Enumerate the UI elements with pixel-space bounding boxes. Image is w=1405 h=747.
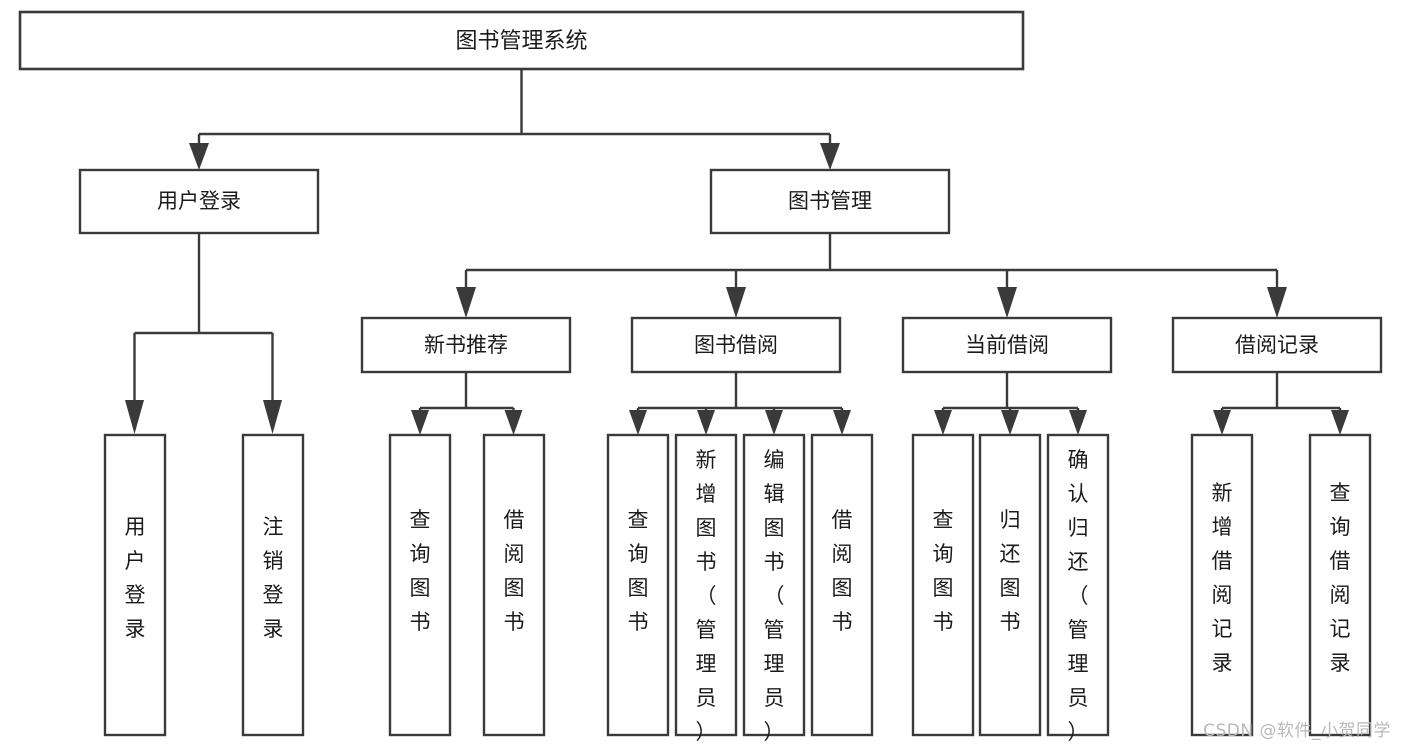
arrow-head-leaf-edit-book xyxy=(765,410,783,435)
node-leaf-query-book-1[interactable]: 查询图书 xyxy=(388,433,452,737)
node-leaf-query-book-2-box[interactable] xyxy=(606,433,670,737)
node-user-login-label: 用户登录 xyxy=(157,189,241,213)
node-current-borrow-box[interactable] xyxy=(901,316,1113,374)
node-root-label: 图书管理系统 xyxy=(455,29,587,54)
node-leaf-query-record-label: 查询借阅记录 xyxy=(1330,481,1351,675)
node-leaf-add-book[interactable]: 新增图书（管理员） xyxy=(674,433,738,744)
node-leaf-borrow-book-2[interactable]: 借阅图书 xyxy=(810,433,874,737)
arrow-head-user-login xyxy=(189,143,209,170)
node-leaf-edit-book[interactable]: 编辑图书（管理员） xyxy=(742,433,806,744)
arrow-head-borrow-record xyxy=(1267,287,1287,318)
arrow-head-current-borrow xyxy=(997,287,1017,318)
node-leaf-borrow-book-2-label: 借阅图书 xyxy=(832,508,853,634)
node-book-borrow-label: 图书借阅 xyxy=(694,333,778,357)
node-leaf-query-book-2-label: 查询图书 xyxy=(628,508,649,634)
node-leaf-user-login-label: 用户登录 xyxy=(125,515,146,641)
node-new-book-recommend[interactable]: 新书推荐 xyxy=(360,316,572,374)
node-book-management-label: 图书管理 xyxy=(788,189,872,213)
node-book-management[interactable]: 图书管理 xyxy=(709,168,951,235)
node-leaf-add-record-label: 新增借阅记录 xyxy=(1212,481,1233,675)
node-leaf-logout-login[interactable]: 注销登录 xyxy=(241,433,305,737)
node-root[interactable]: 图书管理系统 xyxy=(18,10,1025,71)
node-user-login-box[interactable] xyxy=(78,168,320,235)
arrow-head-leaf-borrow-book-2 xyxy=(833,410,851,435)
node-new-book-recommend-box[interactable] xyxy=(360,316,572,374)
node-leaf-borrow-book-1-box[interactable] xyxy=(482,433,546,737)
node-leaf-add-book-label: 新增图书（管理员） xyxy=(696,448,717,744)
node-borrow-record-label: 借阅记录 xyxy=(1235,333,1319,357)
arrow-head-leaf-query-record xyxy=(1331,410,1349,435)
node-leaf-query-record[interactable]: 查询借阅记录 xyxy=(1308,433,1372,737)
node-current-borrow-label: 当前借阅 xyxy=(965,333,1049,357)
arrow-head-leaf-add-book xyxy=(697,410,715,435)
node-leaf-add-record-box[interactable] xyxy=(1190,433,1254,737)
node-leaf-borrow-book-1[interactable]: 借阅图书 xyxy=(482,433,546,737)
node-leaf-user-login[interactable]: 用户登录 xyxy=(103,433,167,737)
node-borrow-record[interactable]: 借阅记录 xyxy=(1171,316,1383,374)
leaf-layer: 用户登录 注销登录 查询图书 借阅图书 查询图书 新增图书（管理员） xyxy=(103,433,1372,744)
node-leaf-query-book-3-box[interactable] xyxy=(911,433,975,737)
arrow-head-leaf-query-book-3 xyxy=(934,410,952,435)
node-leaf-query-book-1-label: 查询图书 xyxy=(410,508,431,634)
node-leaf-query-book-3-label: 查询图书 xyxy=(933,508,954,634)
node-book-borrow[interactable]: 图书借阅 xyxy=(630,316,842,374)
node-leaf-query-record-box[interactable] xyxy=(1308,433,1372,737)
node-leaf-return-book[interactable]: 归还图书 xyxy=(978,433,1042,737)
node-leaf-user-login-box[interactable] xyxy=(103,433,167,737)
node-leaf-logout-login-box[interactable] xyxy=(241,433,305,737)
node-borrow-record-box[interactable] xyxy=(1171,316,1383,374)
node-leaf-query-book-3[interactable]: 查询图书 xyxy=(911,433,975,737)
arrow-head-leaf-logout-login xyxy=(263,400,282,434)
arrow-head-leaf-query-book-1 xyxy=(411,410,429,435)
node-leaf-return-book-box[interactable] xyxy=(978,433,1042,737)
node-leaf-add-book-box[interactable] xyxy=(674,433,738,737)
node-leaf-query-book-1-box[interactable] xyxy=(388,433,452,737)
arrow-head-leaf-query-book-2 xyxy=(629,410,647,435)
node-book-borrow-box[interactable] xyxy=(630,316,842,374)
node-leaf-borrow-book-2-box[interactable] xyxy=(810,433,874,737)
node-root-box[interactable] xyxy=(18,10,1025,71)
arrow-head-leaf-borrow-book-1 xyxy=(504,410,523,435)
arrow-head-leaf-confirm-return xyxy=(1069,410,1087,435)
node-new-book-recommend-label: 新书推荐 xyxy=(424,333,508,357)
arrow-head-leaf-user-login xyxy=(125,400,144,434)
node-leaf-borrow-book-1-label: 借阅图书 xyxy=(504,508,525,634)
csdn-watermark: CSDN @软件_小贺同学 xyxy=(1203,721,1391,741)
node-leaf-add-record[interactable]: 新增借阅记录 xyxy=(1190,433,1254,737)
node-leaf-confirm-return-label: 确认归还（管理员） xyxy=(1068,448,1089,744)
arrow-head-book-management xyxy=(820,143,840,170)
node-leaf-confirm-return-box[interactable] xyxy=(1046,433,1110,737)
arrow-head-leaf-add-record xyxy=(1213,410,1231,435)
node-user-login[interactable]: 用户登录 xyxy=(78,168,320,235)
node-leaf-query-book-2[interactable]: 查询图书 xyxy=(606,433,670,737)
node-current-borrow[interactable]: 当前借阅 xyxy=(901,316,1113,374)
arrow-head-book-borrow xyxy=(726,287,746,318)
node-book-management-box[interactable] xyxy=(709,168,951,235)
connector-layer xyxy=(125,69,1349,435)
arrow-head-new-book-recommend xyxy=(456,287,476,318)
arrow-head-leaf-return-book xyxy=(1001,410,1019,435)
node-leaf-confirm-return[interactable]: 确认归还（管理员） xyxy=(1046,433,1110,744)
node-leaf-edit-book-box[interactable] xyxy=(742,433,806,737)
node-leaf-logout-login-label: 注销登录 xyxy=(263,515,284,641)
node-leaf-edit-book-label: 编辑图书（管理员） xyxy=(764,448,785,744)
node-leaf-return-book-label: 归还图书 xyxy=(1000,508,1021,634)
